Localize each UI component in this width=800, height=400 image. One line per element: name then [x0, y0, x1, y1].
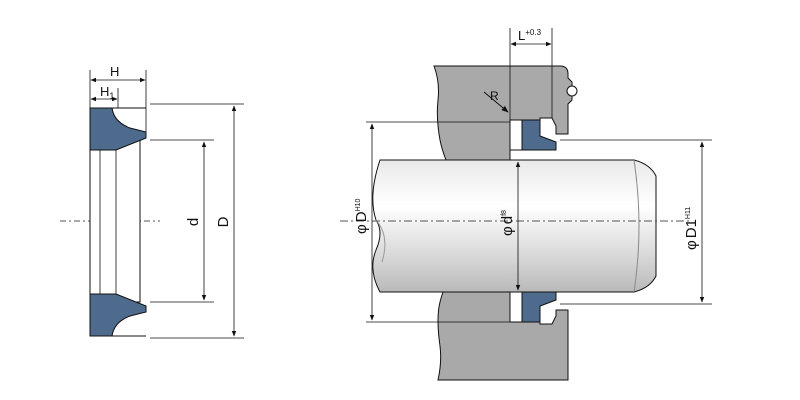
label-L: L+0.3 — [518, 28, 542, 43]
label-D: D — [215, 216, 232, 227]
seal-lip-top — [89, 107, 147, 151]
assembly-seal-bottom — [521, 291, 557, 323]
shaft-end-chamfer — [633, 159, 640, 293]
dim-R-leader — [483, 91, 509, 113]
label-d: d — [185, 218, 202, 226]
label-H1: H1 — [100, 84, 114, 101]
label-phid: φdf8 — [499, 210, 516, 236]
shaft — [372, 159, 657, 293]
seal-lip-bottom — [89, 293, 147, 337]
housing-knob — [566, 85, 578, 97]
label-R: R — [490, 89, 499, 103]
seal-section: H H1 d D — [60, 64, 244, 339]
label-H: H — [110, 64, 119, 79]
label-phiD: φDH10 — [353, 198, 370, 234]
assembly-seal-top — [521, 119, 557, 151]
housing-top — [433, 65, 573, 161]
label-phiD1: φD1H11 — [683, 207, 700, 250]
seal-body — [89, 139, 141, 303]
assembly: L+0.3 R φDH10 φdf8 φD1H11 — [340, 28, 712, 381]
